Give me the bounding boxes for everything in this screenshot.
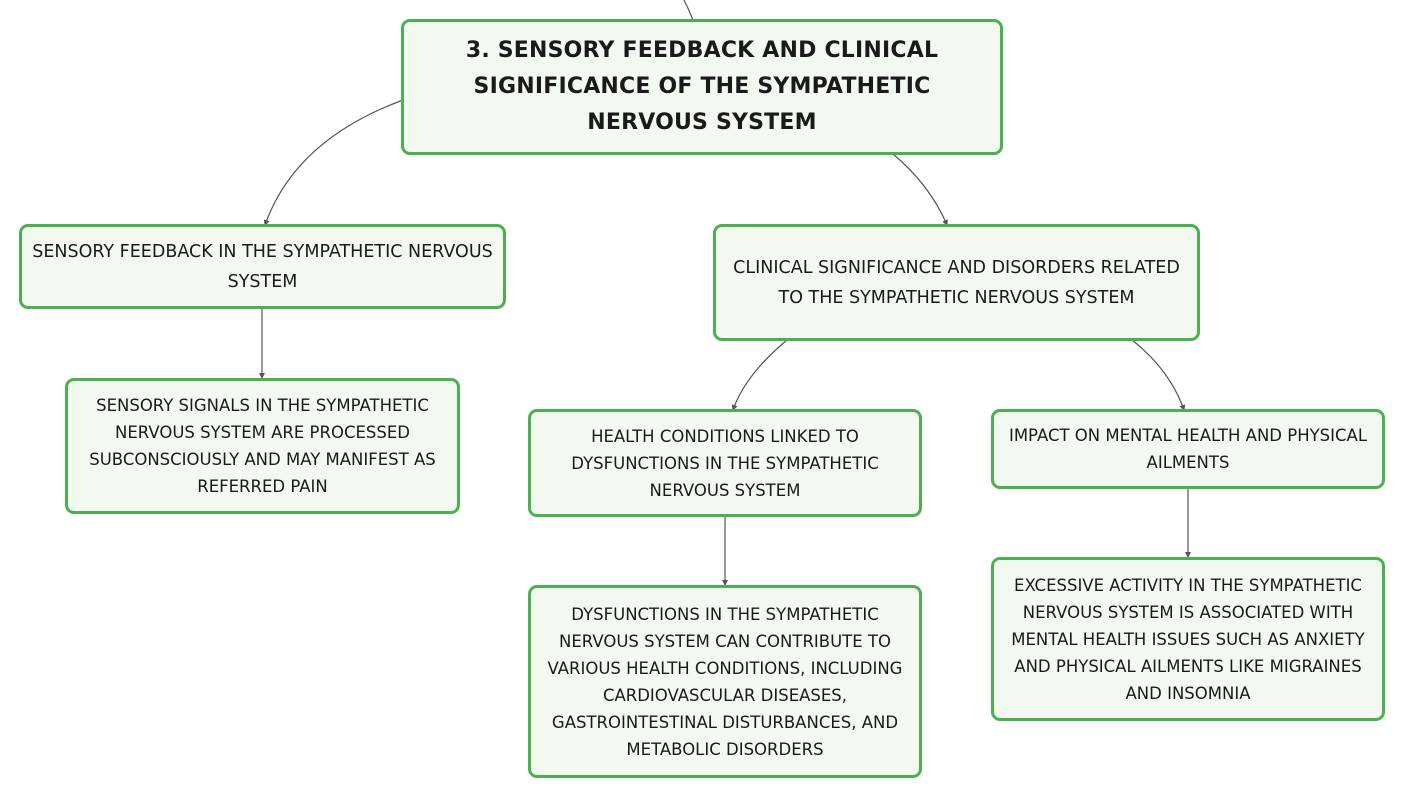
excessive-activity-label: EXCESSIVE ACTIVITY IN THE SYMPATHETIC NE…: [1011, 575, 1365, 703]
sensory-signals-node[interactable]: SENSORY SIGNALS IN THE SYMPATHETIC NERVO…: [65, 378, 460, 514]
connector-clinical-to-health: [731, 339, 788, 411]
sensory-signals-label: SENSORY SIGNALS IN THE SYMPATHETIC NERVO…: [89, 396, 436, 496]
sensory-feedback-label: SENSORY FEEDBACK IN THE SYMPATHETIC NERV…: [32, 241, 493, 292]
connector-clinical-to-impact: [1131, 339, 1186, 411]
incoming-connector: [683, 0, 694, 21]
connector-root-to-sensory: [263, 99, 404, 226]
health-conditions-label: HEALTH CONDITIONS LINKED TO DYSFUNCTIONS…: [571, 426, 879, 500]
clinical-significance-node[interactable]: CLINICAL SIGNIFICANCE AND DISORDERS RELA…: [713, 224, 1200, 341]
impact-mental-health-node[interactable]: IMPACT ON MENTAL HEALTH AND PHYSICAL AIL…: [991, 409, 1385, 489]
impact-mental-health-label: IMPACT ON MENTAL HEALTH AND PHYSICAL AIL…: [1008, 426, 1368, 472]
health-conditions-node[interactable]: HEALTH CONDITIONS LINKED TO DYSFUNCTIONS…: [528, 409, 922, 517]
sensory-feedback-node[interactable]: SENSORY FEEDBACK IN THE SYMPATHETIC NERV…: [19, 224, 506, 309]
dysfunctions-detail-label: DYSFUNCTIONS IN THE SYMPATHETIC NERVOUS …: [547, 604, 903, 759]
clinical-significance-label: CLINICAL SIGNIFICANCE AND DISORDERS RELA…: [733, 257, 1180, 308]
connector-root-to-clinical: [892, 153, 948, 226]
root-topic-label: 3. SENSORY FEEDBACK AND CLINICAL SIGNIFI…: [465, 38, 939, 135]
dysfunctions-detail-node[interactable]: DYSFUNCTIONS IN THE SYMPATHETIC NERVOUS …: [528, 585, 922, 778]
excessive-activity-node[interactable]: EXCESSIVE ACTIVITY IN THE SYMPATHETIC NE…: [991, 557, 1385, 721]
root-topic-node[interactable]: 3. SENSORY FEEDBACK AND CLINICAL SIGNIFI…: [401, 19, 1003, 155]
